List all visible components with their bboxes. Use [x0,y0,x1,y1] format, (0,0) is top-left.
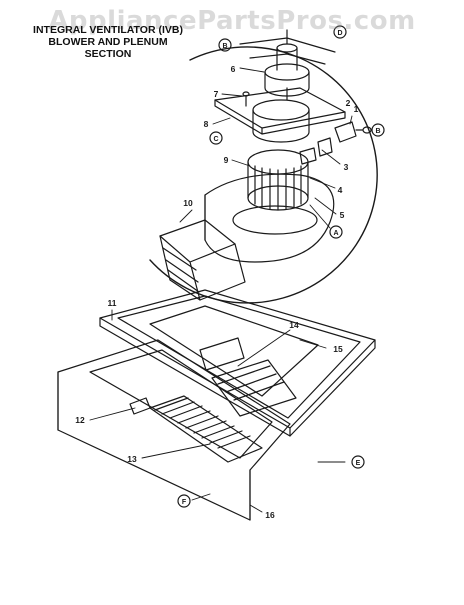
callout-6: 6 [231,64,236,74]
connector-B-top-marker [218,38,232,52]
connector-D-marker [333,25,347,39]
connector-B-right: B [375,128,380,135]
blower-scroll-housing [204,173,335,263]
motor-mount-plate [214,87,346,143]
connector-F: F [182,499,187,506]
diagram-title: INTEGRAL VENTILATOR (IVB) BLOWER AND PLE… [28,24,188,60]
callout-2: 2 [346,98,351,108]
callout-8: 8 [204,119,209,129]
inner-grille-14 [199,337,297,417]
callout-12: 12 [75,415,85,425]
connector-F-marker [177,494,191,508]
title-line-1: INTEGRAL VENTILATOR (IVB) [33,24,183,36]
air-duct [159,219,246,301]
watermark: AppliancePartsPros.com [48,6,416,36]
callout-9: 9 [224,155,229,165]
connector-D: D [337,30,342,37]
leader-lines [89,67,353,513]
connector-C: C [213,136,218,143]
plenum-frame [99,289,376,437]
blower-motor [239,29,336,101]
callout-numbers: 1 2 3 4 5 6 7 8 9 10 11 12 13 14 15 16 [75,64,358,520]
callout-1: 1 [354,104,359,114]
plenum-bottom-box [57,339,291,521]
connector-A: A [333,230,338,237]
filter-13 [149,395,263,463]
callout-5: 5 [340,210,345,220]
connector-markers [177,25,385,508]
callout-7: 7 [214,89,219,99]
connector-E: E [356,460,361,467]
callout-11: 11 [108,298,117,308]
callout-15: 15 [333,344,343,354]
connector-C-marker [209,131,223,145]
bracket-12 [129,397,151,415]
capacitor-parts [299,121,372,165]
callout-13: 13 [127,454,137,464]
connector-B-right-marker [371,123,385,137]
connector-A-marker [329,225,343,239]
blower-wheel [247,149,309,211]
connector-E-marker [351,455,365,469]
connector-labels: B D C B A E F [182,30,381,506]
title-line-2: BLOWER AND PLENUM [48,36,168,48]
title-line-3: SECTION [84,48,132,60]
callout-4: 4 [338,185,343,195]
callout-3: 3 [344,162,349,172]
callout-10: 10 [183,198,193,208]
callout-14: 14 [289,320,299,330]
connector-B-top: B [222,43,227,50]
callout-16: 16 [265,510,275,520]
screw-7 [242,91,250,107]
